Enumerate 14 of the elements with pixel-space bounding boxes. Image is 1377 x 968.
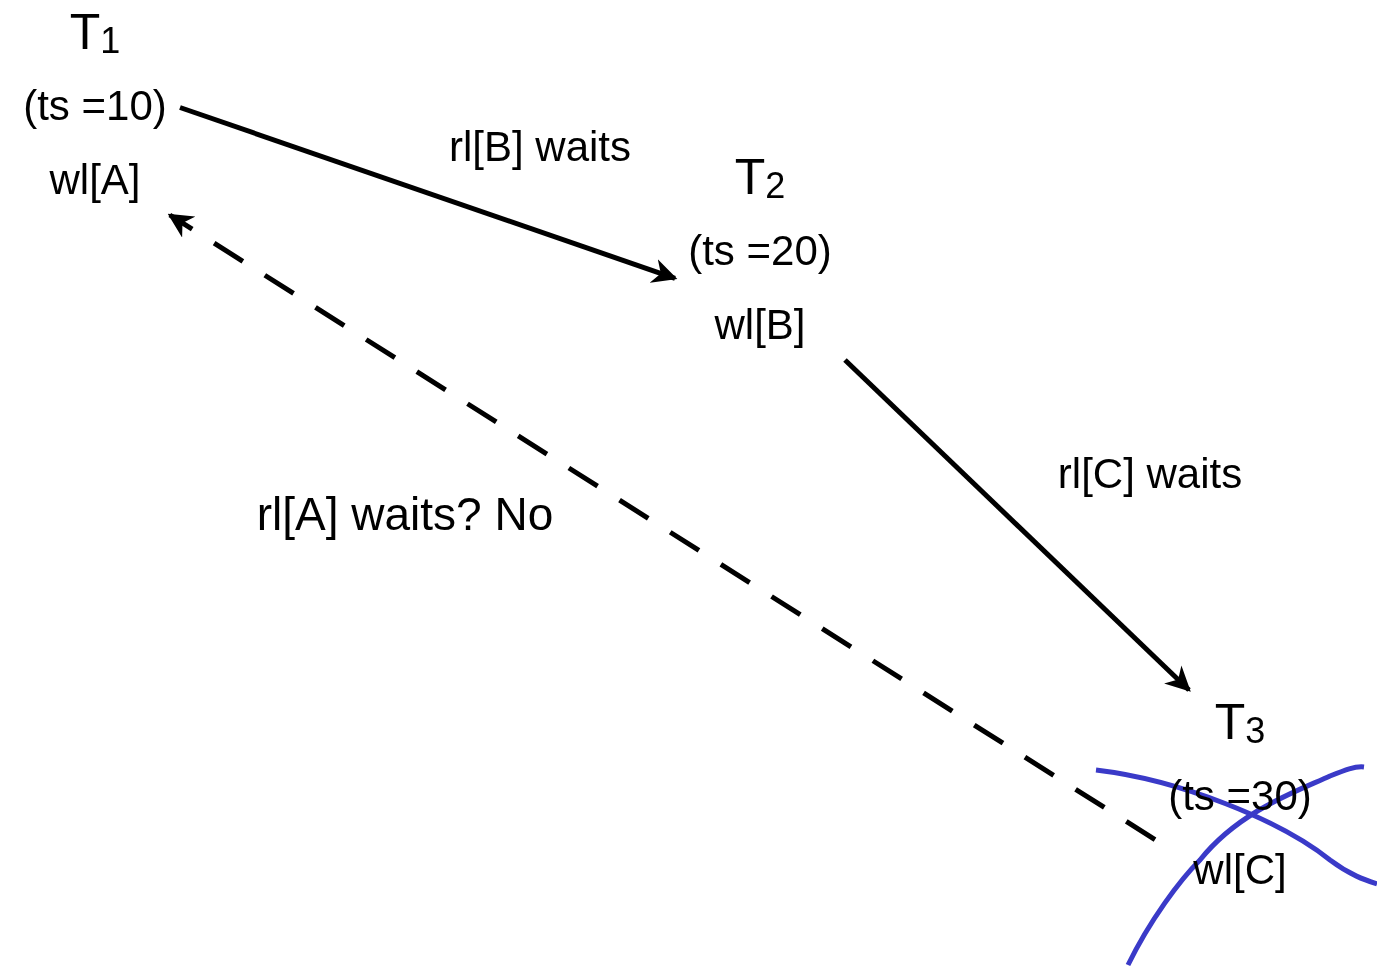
lock-text: wl[B] [714, 300, 806, 350]
edge-label: rl[C] waits [1056, 449, 1244, 499]
transaction-name: T$_{2}$ [734, 148, 786, 209]
transaction-name: T$_{1}$ [69, 3, 121, 64]
transaction-name: T$_{3}$ [1214, 693, 1266, 754]
edge-label: rl[B] waits [448, 122, 632, 172]
arrow [179, 105, 678, 283]
lock-text: wl[C] [1193, 845, 1287, 895]
arrow [843, 358, 1191, 692]
timestamp-text: (ts =20) [688, 226, 832, 276]
lock-text: wl[A] [49, 155, 141, 205]
arrow [167, 212, 1157, 842]
edge-label: rl[A] waits? No [255, 487, 555, 542]
timestamp-text: (ts =10) [23, 81, 167, 131]
